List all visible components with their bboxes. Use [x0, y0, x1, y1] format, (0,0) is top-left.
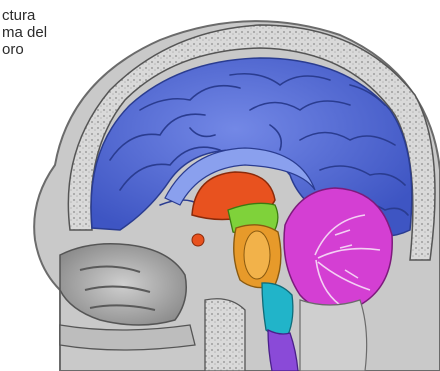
caption-line-3: oro — [2, 41, 47, 58]
caption-line-2: ma del — [2, 24, 47, 41]
pons-inner — [244, 231, 270, 279]
cerebellum — [284, 188, 392, 310]
medulla — [262, 283, 293, 336]
pituitary — [192, 234, 204, 246]
caption-line-1: ctura — [2, 7, 47, 24]
vertebra — [205, 299, 245, 371]
caption-text: ctura ma del oro — [2, 7, 47, 58]
neck-structure — [300, 300, 367, 371]
